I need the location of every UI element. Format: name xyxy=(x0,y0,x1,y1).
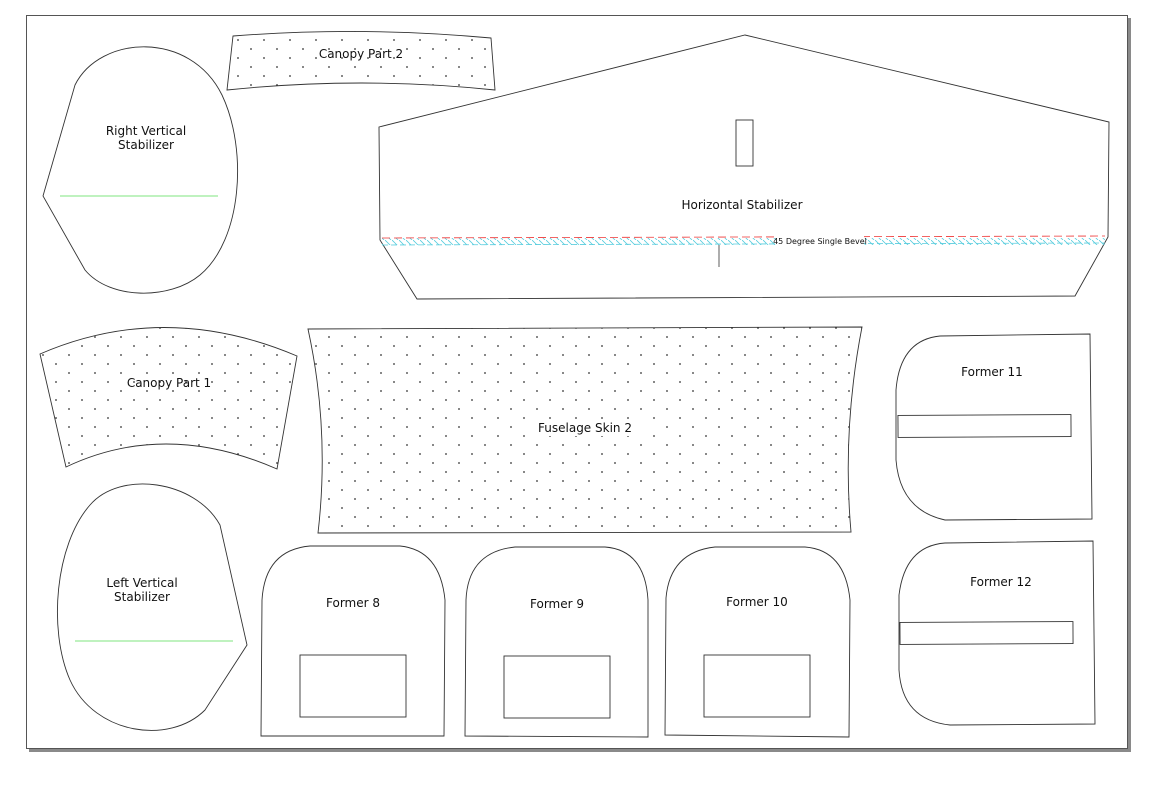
fuselage-skin-2-label: Fuselage Skin 2 xyxy=(538,421,632,435)
stabilizer-slot xyxy=(735,119,754,167)
canopy-part-1-label: Canopy Part 1 xyxy=(127,376,211,390)
former-10-label: Former 10 xyxy=(726,595,788,609)
part-fuselage-skin-2[interactable]: Fuselage Skin 2 xyxy=(307,326,863,534)
part-canopy-part-2[interactable]: Canopy Part 2 xyxy=(226,31,496,91)
horizontal-stabilizer-label: Horizontal Stabilizer xyxy=(682,198,803,212)
bevel-note-bg xyxy=(776,236,864,246)
part-canopy-part-1[interactable]: Canopy Part 1 xyxy=(39,327,298,470)
bevel-hatch xyxy=(382,238,1105,245)
former-8-cutout xyxy=(299,654,407,718)
former-8-label: Former 8 xyxy=(326,596,380,610)
part-former-12[interactable]: Former 12 xyxy=(898,540,1096,726)
former-10-cutout xyxy=(703,654,811,718)
canopy-part-2-label: Canopy Part 2 xyxy=(319,47,403,61)
former-9-cutout xyxy=(503,655,611,719)
left-vertical-stabilizer-label-2: Stabilizer xyxy=(114,590,170,604)
part-former-11[interactable]: Former 11 xyxy=(895,333,1093,521)
bevel-note: 45 Degree Single Bevel xyxy=(773,237,867,246)
part-left-vertical-stabilizer[interactable]: Left Vertical Stabilizer xyxy=(57,483,248,731)
right-vertical-stabilizer-label-2: Stabilizer xyxy=(118,138,174,152)
part-former-9[interactable]: Former 9 xyxy=(464,546,649,738)
fuselage-label-bg xyxy=(525,420,645,436)
bevel-line-cyan xyxy=(381,242,1106,246)
former-9-label: Former 9 xyxy=(530,597,584,611)
former-12-label: Former 12 xyxy=(970,575,1032,589)
former-11-label: Former 11 xyxy=(961,365,1023,379)
part-horizontal-stabilizer[interactable]: 45 Degree Single Bevel Horizontal Stabil… xyxy=(378,34,1110,300)
part-right-vertical-stabilizer[interactable]: Right Vertical Stabilizer xyxy=(42,46,239,294)
bevel-line-red xyxy=(381,235,1106,239)
left-vertical-stabilizer-label-1: Left Vertical xyxy=(106,576,177,590)
former-11-slot xyxy=(897,414,1072,438)
former-12-slot xyxy=(899,621,1074,645)
right-vertical-stabilizer-label-1: Right Vertical xyxy=(106,124,186,138)
part-former-8[interactable]: Former 8 xyxy=(260,545,446,737)
part-former-10[interactable]: Former 10 xyxy=(664,546,851,738)
